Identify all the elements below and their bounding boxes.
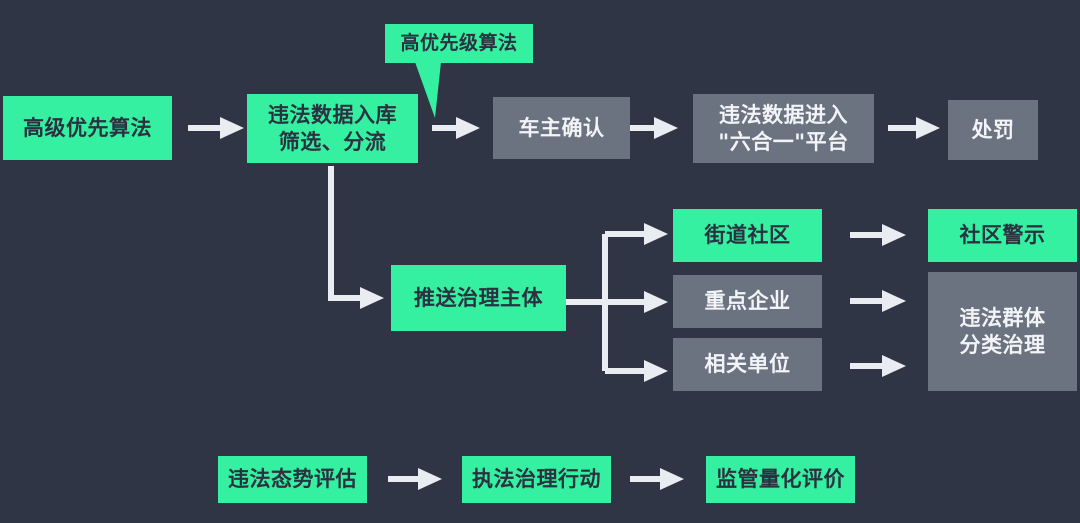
- node-liuheyi-platform[interactable]: 违法数据进入 "六合一"平台: [693, 94, 874, 163]
- arrow-top-2: [432, 117, 480, 139]
- arrow-target-3-outcome: [850, 355, 906, 377]
- arrow-bottom-2: [630, 468, 684, 490]
- node-penalty[interactable]: 处罚: [948, 100, 1038, 160]
- node-violation-situation-assessment[interactable]: 违法态势评估: [218, 456, 367, 503]
- callout-tail-icon: [415, 62, 441, 118]
- arrow-target-2-outcome: [850, 290, 906, 312]
- arrow-bottom-1: [388, 468, 442, 490]
- node-owner-confirmation[interactable]: 车主确认: [493, 97, 630, 159]
- node-advanced-priority-algorithm[interactable]: 高级优先算法: [3, 96, 172, 160]
- node-regulatory-quantified-evaluation[interactable]: 监管量化评价: [706, 456, 855, 503]
- node-dispatch-governance-entity[interactable]: 推送治理主体: [391, 265, 566, 331]
- node-related-unit[interactable]: 相关单位: [673, 338, 822, 391]
- node-enforcement-action[interactable]: 执法治理行动: [462, 456, 611, 503]
- node-violation-data-intake[interactable]: 违法数据入库 筛选、分流: [247, 94, 418, 163]
- node-street-community[interactable]: 街道社区: [673, 209, 822, 262]
- node-community-warning[interactable]: 社区警示: [928, 209, 1077, 262]
- callout-high-priority-algorithm[interactable]: 高优先级算法: [385, 24, 533, 63]
- arrow-bracket: [566, 223, 668, 382]
- node-key-enterprise[interactable]: 重点企业: [673, 275, 822, 328]
- node-violation-group-classified-governance[interactable]: 违法群体 分类治理: [928, 272, 1077, 391]
- arrow-top-4: [888, 117, 940, 139]
- arrow-top-3: [630, 117, 678, 139]
- arrow-top-1: [188, 117, 244, 139]
- arrow-target-1-outcome: [850, 224, 906, 246]
- arrow-elbow-dispatch: [328, 166, 384, 309]
